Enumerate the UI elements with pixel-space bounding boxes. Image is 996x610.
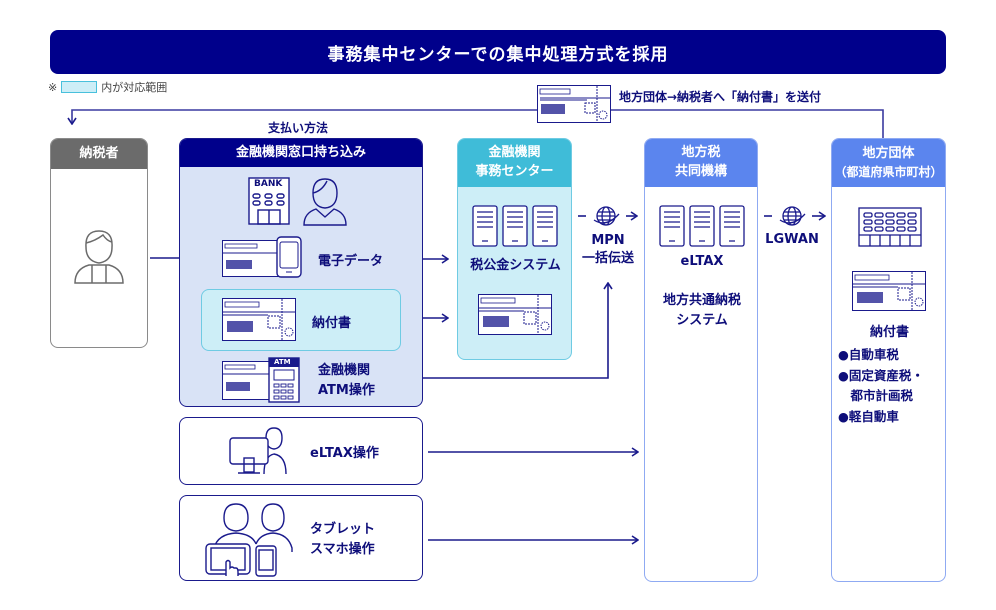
bank-window-column: 金融機関窓口持ち込み BANK 電子データ 納付書: [179, 138, 423, 407]
server-rack-icon: [472, 205, 558, 247]
eltax-desc-line2: システム: [676, 313, 728, 329]
eltax-desc-line1: 地方共通納税: [662, 293, 741, 308]
eltax-org-header-line2: 共同機構: [674, 164, 727, 179]
local-gov-column: 地方団体 （都道府県市町村） 納付書 ●自動車税 ●固定資産税・ 都市計画税 ●…: [831, 138, 946, 582]
tax-items-list: ●自動車税 ●固定資産税・ 都市計画税 ●軽自動車: [838, 345, 924, 428]
bank-window-header-text: 金融機関窓口持ち込み: [235, 144, 366, 160]
eltax-system-label: eLTAX: [680, 254, 724, 269]
payment-slip-icon: [852, 271, 926, 311]
bank-center-column: 金融機関 事務センター 税公金システム: [457, 138, 572, 360]
atm-label-line1: 金融機関: [318, 363, 371, 378]
tax-system-label: 税公金システム: [470, 258, 561, 273]
tablet-operation-box: タブレット スマホ操作: [179, 495, 423, 581]
bank-building-icon: [248, 177, 290, 225]
page-title: 事務集中センターでの集中処理方式を採用: [327, 44, 669, 65]
mpn-label-line2: 一括伝送: [581, 251, 634, 267]
government-building-icon: [858, 207, 922, 247]
tax-item: 都市計画税: [838, 388, 914, 404]
payment-slip-icon: [222, 298, 296, 341]
bank-window-header: 金融機関窓口持ち込み: [180, 139, 422, 167]
slip-with-phone-icon: [222, 236, 302, 278]
local-gov-header-line1: 地方団体: [862, 145, 915, 161]
eltax-operation-label: eLTAX操作: [310, 446, 379, 461]
mpn-label: MPN 一括伝送: [578, 232, 638, 268]
mpn-label-line1: MPN: [591, 233, 625, 248]
legend-text: 内が対応範囲: [101, 81, 168, 94]
bank-center-header-line1: 金融機関: [488, 145, 541, 161]
bank-center-header-line2: 事務センター: [475, 164, 554, 179]
legend-swatch: [61, 81, 98, 93]
bank-sign: BANK: [254, 179, 283, 189]
eltax-org-header-line1: 地方税: [681, 145, 721, 161]
eltax-desc: 地方共通納税 システム: [645, 291, 757, 331]
server-rack-icon: [659, 205, 745, 247]
bank-center-header: 金融機関 事務センター: [458, 139, 571, 187]
globe-icon: [779, 206, 806, 226]
tax-item: ●自動車税: [838, 347, 899, 362]
local-gov-doc-label: 納付書: [869, 325, 909, 340]
payment-slip-icon: [537, 85, 611, 123]
eltax-org-column: 地方税 共同機構 eLTAX 地方共通納税 システム: [644, 138, 758, 582]
legend-note: ※ 内が対応範囲: [48, 79, 167, 95]
edata-label: 電子データ: [318, 254, 384, 269]
note-mark: ※: [48, 80, 58, 94]
page-title-banner: 事務集中センターでの集中処理方式を採用: [50, 30, 946, 74]
eltax-org-header: 地方税 共同機構: [645, 139, 757, 187]
tablet-operation-label: タブレット スマホ操作: [310, 520, 375, 560]
top-flow-label: 地方団体→納税者へ「納付書」を送付: [619, 90, 822, 104]
atm-sign: ATM: [274, 358, 291, 366]
return-flow-line: [72, 109, 884, 138]
tablet-label-line1: タブレット: [310, 522, 376, 537]
atm-arrow: [392, 283, 608, 379]
tax-item: ●軽自動車: [838, 408, 899, 424]
local-gov-header-line2: （都道府県市町村）: [834, 164, 943, 179]
atm-label-line2: ATM操作: [318, 382, 375, 398]
eltax-operation-box: eLTAX操作: [179, 417, 423, 485]
pc-user-icon: [229, 427, 287, 475]
taxpayer-header-text: 納税者: [79, 145, 119, 161]
top-slip: [537, 85, 611, 127]
payment-slip-icon: [478, 294, 552, 335]
person-icon: [74, 230, 124, 284]
tablet-users-icon: [205, 503, 293, 577]
bank-staff-icon: [303, 178, 347, 226]
taxpayer-header: 納税者: [51, 139, 147, 169]
tablet-label-line2: スマホ操作: [310, 542, 375, 558]
local-gov-header: 地方団体 （都道府県市町村）: [832, 139, 945, 187]
tax-item: ●固定資産税・: [838, 367, 924, 383]
lgwan-label: LGWAN: [765, 232, 819, 247]
payment-methods-label: 支払い方法: [268, 121, 329, 135]
taxpayer-column: 納税者: [50, 138, 148, 348]
slip-with-atm-icon: [222, 357, 300, 403]
slip-highlight-box: 納付書: [201, 289, 401, 351]
slip-label: 納付書: [312, 316, 352, 331]
globe-icon: [593, 206, 620, 226]
atm-label: 金融機関 ATM操作: [318, 361, 375, 400]
